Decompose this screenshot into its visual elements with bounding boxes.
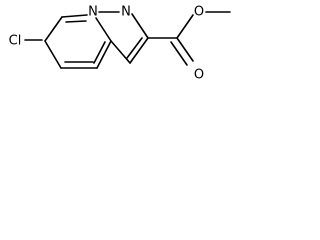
atom-label-ester-oxygen: O	[194, 5, 204, 20]
atom-label-ring-nitrogen-1: N	[88, 5, 98, 20]
atom-label-carbonyl-oxygen: O	[194, 68, 204, 83]
atom-label-ring-nitrogen-2: N	[121, 5, 131, 20]
bond-ccarbonyl-oester	[176, 14, 194, 39]
bond-c7-n1-double	[65, 20, 87, 23]
bonds	[24, 11, 231, 69]
bond-c6-c7	[44, 16, 63, 42]
atom-label-chlorine: Cl	[9, 34, 22, 49]
bond-c7-n1	[61, 14, 88, 18]
chemical-structure-diagram: Cl N N O O	[9, 5, 231, 83]
bond-c3a-c4	[96, 40, 112, 69]
bond-n1-c3a	[95, 17, 112, 42]
bond-c3a-c4-inner	[93, 41, 106, 64]
bond-c5-c6	[44, 40, 62, 69]
bond-ccarbonyl-ocarbonyl-1	[176, 37, 194, 62]
bond-c2-c3	[129, 37, 149, 64]
bond-n2-c2	[131, 13, 149, 39]
bond-ccarbonyl-ocarbonyl-2	[170, 41, 188, 66]
bond-c3-c3a	[110, 40, 131, 64]
bond-c2-c3-double	[126, 37, 143, 59]
